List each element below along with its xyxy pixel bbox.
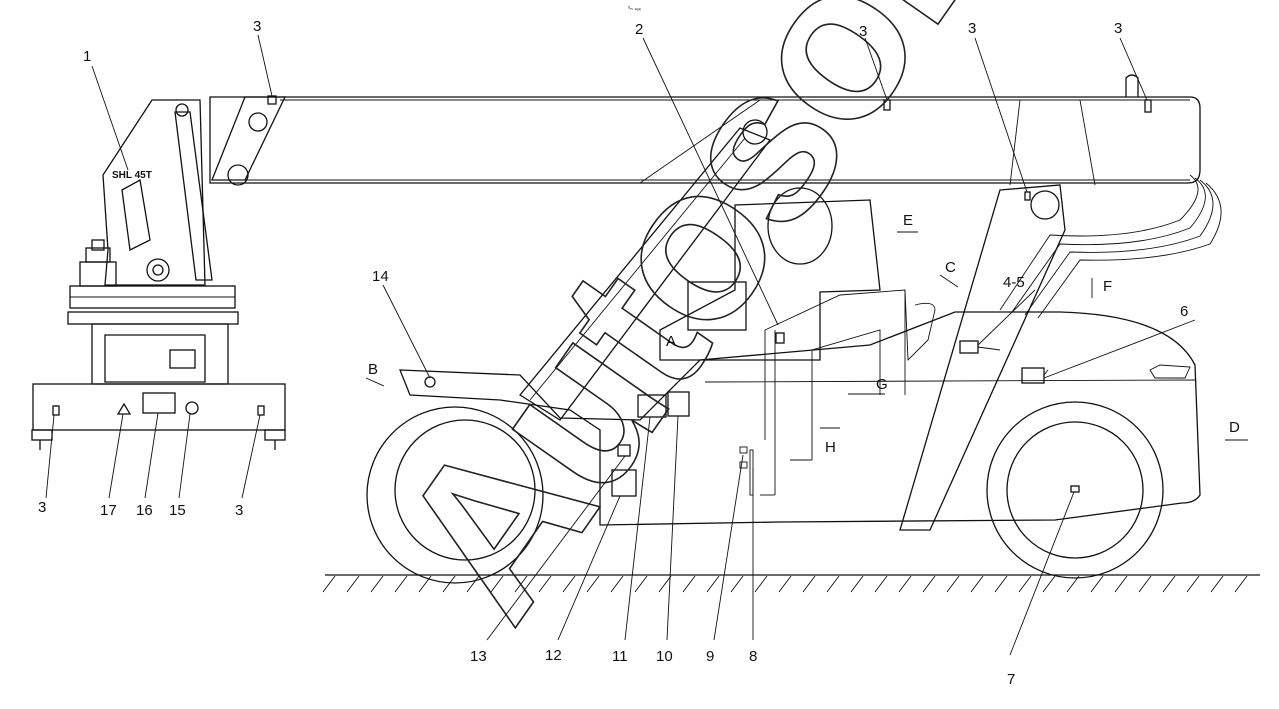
ground-hatch-line: [1042, 575, 1056, 593]
zone-g: G: [876, 376, 888, 393]
zone-letters: A B C D E F G H: [368, 212, 1240, 456]
ground-hatch-line: [370, 575, 384, 593]
ground-hatch-line: [346, 575, 360, 593]
ground-hatch-line: [1138, 575, 1152, 593]
ground-hatch-line: [562, 575, 576, 593]
callout-7: 7: [1007, 671, 1015, 688]
callout-3-boom-head: 3: [253, 18, 261, 35]
ground-hatch-line: [1162, 575, 1176, 593]
callout-3-boom-mid: 3: [859, 23, 867, 40]
ground-hatch-line: [706, 575, 720, 593]
callout-3-boom-pivot: 3: [968, 20, 976, 37]
ground-hatch-line: [490, 575, 504, 593]
ground-hatch-line: [922, 575, 936, 593]
ground-hatch-line: [442, 575, 456, 593]
callout-labels: 1 2 3 3 3 3 3 3 4-5 6 7 8 9 10 11 12 13 …: [38, 18, 1188, 688]
ground-hatch-line: [322, 575, 336, 593]
zone-c: C: [945, 259, 956, 276]
callout-3-boom-end: 3: [1114, 20, 1122, 37]
zone-b: B: [368, 361, 378, 378]
ground-hatch-line: [778, 575, 792, 593]
ground-hatch-line: [1114, 575, 1128, 593]
ground-hatch-line: [1066, 575, 1080, 593]
ground-hatch-line: [898, 575, 912, 593]
callout-15: 15: [169, 502, 186, 519]
ground-hatch-line: [1210, 575, 1224, 593]
side-view: [209, 74, 1260, 593]
callout-9: 9: [706, 648, 714, 665]
leader-lines: [45, 34, 1248, 656]
zone-a: A: [666, 333, 676, 350]
ground-hatch-line: [994, 575, 1008, 593]
ground-hatch-line: [418, 575, 432, 593]
zone-h: H: [825, 439, 836, 456]
callout-12: 12: [545, 647, 562, 664]
zone-d: D: [1229, 419, 1240, 436]
callout-13: 13: [470, 648, 487, 665]
callout-17: 17: [100, 502, 117, 519]
ground-hatch-line: [658, 575, 672, 593]
ground-hatch-line: [466, 575, 480, 593]
model-text: SHL 45T: [112, 170, 152, 181]
top-mark: ᵒₙ ₛₑₑ: [628, 6, 642, 12]
callout-14: 14: [372, 268, 389, 285]
watermark-logo: Autosoft: [348, 0, 1044, 660]
callout-10: 10: [656, 648, 673, 665]
callout-2: 2: [635, 21, 643, 38]
callout-6: 6: [1180, 303, 1188, 320]
ground-hatch-line: [514, 575, 528, 593]
callout-1: 1: [83, 48, 91, 65]
ground-hatch-line: [1186, 575, 1200, 593]
ground-hatch-line: [970, 575, 984, 593]
callout-3-spreader-left: 3: [38, 499, 46, 516]
watermark-text: Autosoft: [349, 0, 1044, 659]
ground-hatch-line: [946, 575, 960, 593]
ground-hatch-line: [826, 575, 840, 593]
ground-hatch-line: [1234, 575, 1248, 593]
front-view: SHL 45T: [31, 95, 286, 450]
ground-hatch-line: [1090, 575, 1104, 593]
ground-hatch-line: [610, 575, 624, 593]
ground-hatch-line: [394, 575, 408, 593]
ground-hatch-line: [754, 575, 768, 593]
ground-hatch-line: [850, 575, 864, 593]
ground-hatch-line: [682, 575, 696, 593]
ground-hatch-line: [538, 575, 552, 593]
ground-hatch-line: [730, 575, 744, 593]
ground-hatch-line: [634, 575, 648, 593]
ground-hatch-line: [802, 575, 816, 593]
callout-11: 11: [612, 648, 628, 665]
zone-f: F: [1103, 278, 1112, 295]
callout-4-5: 4-5: [1003, 274, 1025, 291]
ground-hatch-line: [1018, 575, 1032, 593]
ground-hatch-line: [586, 575, 600, 593]
zone-e: E: [903, 212, 913, 229]
callout-16: 16: [136, 502, 153, 519]
callout-8: 8: [749, 648, 757, 665]
ground-hatch-line: [874, 575, 888, 593]
callout-3-spreader-right: 3: [235, 502, 243, 519]
